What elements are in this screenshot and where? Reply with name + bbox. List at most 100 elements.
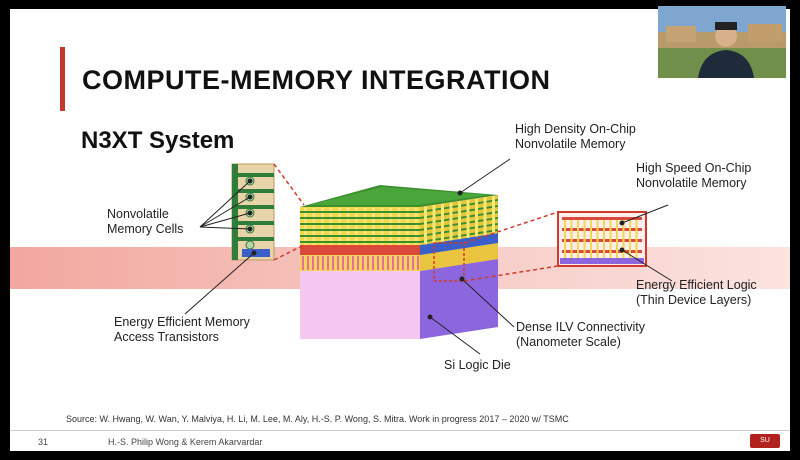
memory-pillar — [346, 208, 350, 245]
memory-wordline — [300, 211, 420, 213]
inset-wordline — [238, 237, 274, 241]
top-memory-layer-light — [310, 187, 488, 205]
memory-pillar-side — [449, 202, 453, 241]
lower-pillar — [372, 256, 374, 270]
callout-line — [463, 265, 559, 282]
memory-pillars — [300, 195, 498, 245]
label-energy-efficient-memory: Energy Efficient Memory Access Transisto… — [114, 315, 250, 344]
memory-pillar — [414, 208, 418, 245]
inset-wordline — [238, 221, 274, 225]
lower-pillar — [332, 256, 334, 270]
memory-wordline — [300, 217, 420, 219]
lower-pillar — [317, 256, 319, 270]
lower-pillar — [392, 256, 394, 270]
lower-pillar — [302, 256, 304, 270]
callout-line — [463, 211, 559, 244]
memory-pillar — [329, 208, 333, 245]
memory-pillar-side — [424, 206, 427, 245]
lower-pillar — [342, 256, 344, 270]
inset-logic-layer — [560, 258, 644, 264]
lower-pillar — [322, 256, 324, 270]
lower-layer-side — [420, 243, 498, 271]
inset-pillar — [616, 220, 618, 258]
slide-title: COMPUTE-MEMORY INTEGRATION — [82, 65, 551, 95]
memory-pillar — [372, 208, 375, 245]
memory-pillar-side — [458, 201, 461, 240]
lower-pillar — [407, 256, 409, 270]
lower-pillar — [357, 256, 359, 270]
lower-pillar — [382, 256, 384, 270]
lower-pillar — [397, 256, 399, 270]
memory-pillar — [380, 208, 384, 245]
inset-pillar — [622, 220, 625, 258]
memory-pillar — [312, 208, 316, 245]
inset-row-red — [562, 250, 642, 253]
lower-pillar — [402, 256, 404, 270]
memory-pillar-side — [492, 195, 495, 234]
lower-pillar — [307, 256, 309, 270]
inset-pillar — [609, 220, 612, 258]
lower-pillar — [352, 256, 354, 270]
inset-left-strip — [232, 164, 238, 260]
logic-layer-front — [300, 245, 420, 255]
lower-pillar — [417, 256, 419, 270]
memory-pillar — [363, 208, 367, 245]
callout-region — [433, 242, 465, 282]
label-dense-ilv: Dense ILV Connectivity (Nanometer Scale) — [516, 320, 645, 349]
inset-wordline — [238, 173, 274, 177]
label-nonvolatile-cells: Nonvolatile Memory Cells — [107, 207, 184, 236]
lower-pillars — [302, 256, 419, 270]
label-high-density-memory: High Density On-Chip Nonvolatile Memory — [515, 122, 636, 151]
title-accent-bar — [60, 47, 65, 111]
inset-pillar — [596, 220, 599, 258]
inset-pillar — [629, 220, 631, 258]
label-si-logic-die: Si Logic Die — [444, 358, 511, 372]
memory-pillar-side — [432, 205, 436, 244]
memory-pillar — [389, 208, 392, 245]
si-logic-die-side — [420, 259, 498, 339]
slide: COMPUTE-MEMORY INTEGRATION N3XT System H… — [10, 9, 790, 451]
inset-pillar — [570, 220, 573, 258]
lower-pillar — [347, 256, 349, 270]
lower-layer-front — [300, 255, 420, 271]
label-energy-efficient-logic: Energy Efficient Logic (Thin Device Laye… — [636, 278, 757, 307]
lower-pillar — [327, 256, 329, 270]
slide-subtitle: N3XT System — [81, 127, 235, 154]
stanford-logo-icon: SU — [750, 434, 780, 448]
callout-line — [273, 163, 305, 206]
inset-row-red — [562, 217, 642, 220]
inset-pillar — [603, 220, 605, 258]
inset-wordline — [238, 205, 274, 209]
pointer-lines — [184, 158, 673, 355]
memory-pillar — [321, 208, 324, 245]
inset-row-red — [562, 228, 642, 231]
inset-row-red — [562, 239, 642, 242]
footer-divider — [10, 430, 790, 431]
memory-pillar-side — [466, 199, 470, 238]
inset-pillar — [577, 220, 579, 258]
memory-pillar-side — [441, 203, 444, 242]
lower-pillar — [362, 256, 364, 270]
lower-pillar — [387, 256, 389, 270]
memory-pillar — [406, 208, 409, 245]
callout-line — [273, 244, 305, 261]
memory-pillar-side — [483, 197, 487, 236]
inset-pillar — [635, 220, 638, 258]
memory-wordline — [300, 229, 420, 231]
memory-pillar — [304, 208, 307, 245]
n3xt-diagram — [10, 158, 790, 355]
memory-pillar — [397, 208, 401, 245]
si-logic-die-front — [300, 271, 420, 339]
lower-pillar — [412, 256, 414, 270]
presenter-webcam — [658, 6, 786, 78]
memory-pillar — [338, 208, 341, 245]
lower-pillar — [367, 256, 369, 270]
inset-wordline — [238, 189, 274, 193]
source-citation: Source: W. Hwang, W. Wan, Y. Malviya, H.… — [66, 414, 569, 424]
memory-wordline — [300, 235, 420, 237]
lower-pillar — [337, 256, 339, 270]
footer-authors: H.-S. Philip Wong & Kerem Akarvardar — [108, 437, 263, 447]
memory-wordline — [300, 241, 420, 243]
webcam-image-icon — [658, 6, 786, 78]
